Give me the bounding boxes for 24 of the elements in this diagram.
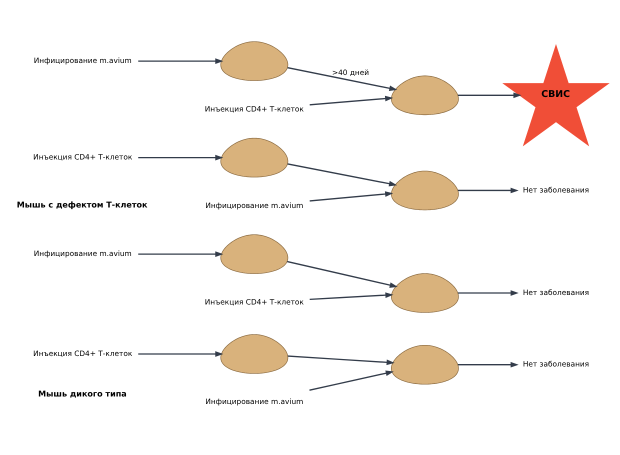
node-picture <box>391 272 459 312</box>
node-picture <box>391 75 459 115</box>
arrow <box>138 58 224 64</box>
arrow <box>458 187 519 193</box>
node-picture <box>220 234 288 274</box>
arrow <box>458 361 519 368</box>
node-picture <box>220 137 288 177</box>
node-picture <box>391 170 459 210</box>
arrow <box>288 66 398 91</box>
node-picture <box>220 40 288 80</box>
node-picture <box>391 344 459 384</box>
arrow <box>310 292 394 300</box>
arrow <box>309 370 394 390</box>
arrow <box>310 95 394 105</box>
arrow <box>138 350 224 356</box>
arrow <box>138 250 224 256</box>
arrow <box>310 190 394 202</box>
arrow <box>287 260 398 288</box>
arrow <box>288 354 395 365</box>
arrow <box>458 290 519 296</box>
arrow <box>288 162 398 186</box>
node-picture <box>220 334 288 374</box>
arrow <box>138 154 224 160</box>
arrow <box>458 92 522 98</box>
